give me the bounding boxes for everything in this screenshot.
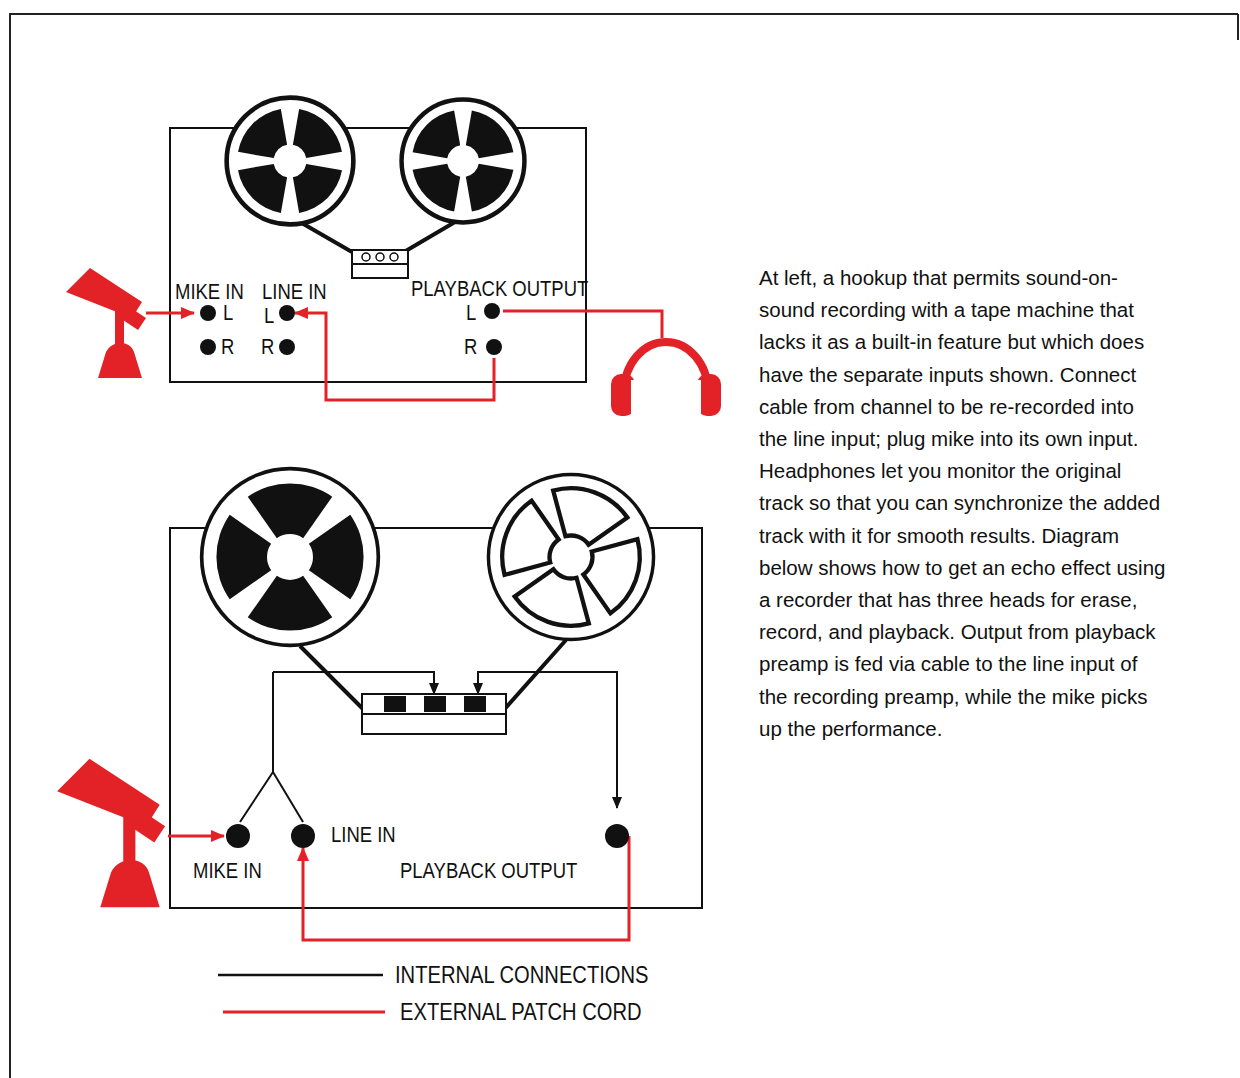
jack-label: R	[221, 336, 234, 358]
jack-node: LINE IN	[291, 824, 396, 848]
jack-label: R	[261, 336, 274, 358]
jack-label: PLAYBACK OUTPUT	[400, 860, 577, 882]
jack-node: PLAYBACK OUTPUT	[400, 824, 629, 882]
jack-node: R	[261, 336, 295, 358]
jack-node: R	[200, 336, 234, 358]
jack-group-label: MIKE IN	[175, 281, 244, 303]
jack-socket	[605, 824, 629, 848]
tape-recorder-top	[170, 98, 586, 382]
jack-socket	[484, 303, 500, 319]
jack-node: L	[264, 305, 295, 327]
legend-text: INTERNAL CONNECTIONS	[395, 963, 649, 987]
jack-node: R	[464, 336, 502, 358]
jack-socket	[486, 339, 502, 355]
jack-socket	[279, 305, 295, 321]
jack-socket	[200, 339, 216, 355]
page-frame	[10, 14, 1238, 1078]
jack-socket	[200, 305, 216, 321]
jack-label: R	[464, 336, 477, 358]
jack-group-label: LINE IN	[262, 281, 327, 303]
legend-text: EXTERNAL PATCH CORD	[400, 1000, 642, 1024]
patch-cord	[303, 836, 629, 940]
tape-recorder-bottom	[170, 469, 702, 908]
jack-socket	[226, 824, 250, 848]
legend-samples	[218, 975, 385, 1012]
caption-text: At left, a hookup that permits sound-on-…	[759, 262, 1167, 745]
jack-label: L	[466, 302, 476, 324]
jack-label: L	[223, 302, 233, 324]
jack-label: L	[264, 305, 274, 327]
jack-group-label: PLAYBACK OUTPUT	[411, 278, 588, 300]
jack-node: MIKE IN	[193, 824, 262, 882]
microphone-top	[66, 268, 194, 378]
jack-socket	[291, 824, 315, 848]
headphones	[503, 311, 721, 416]
patch-cord	[295, 313, 494, 400]
microphone-bottom	[57, 759, 224, 908]
jack-node: L	[200, 302, 233, 324]
jack-socket	[279, 339, 295, 355]
jack-label: MIKE IN	[193, 860, 262, 882]
jack-node: L	[466, 302, 500, 324]
jack-label: LINE IN	[331, 824, 396, 846]
